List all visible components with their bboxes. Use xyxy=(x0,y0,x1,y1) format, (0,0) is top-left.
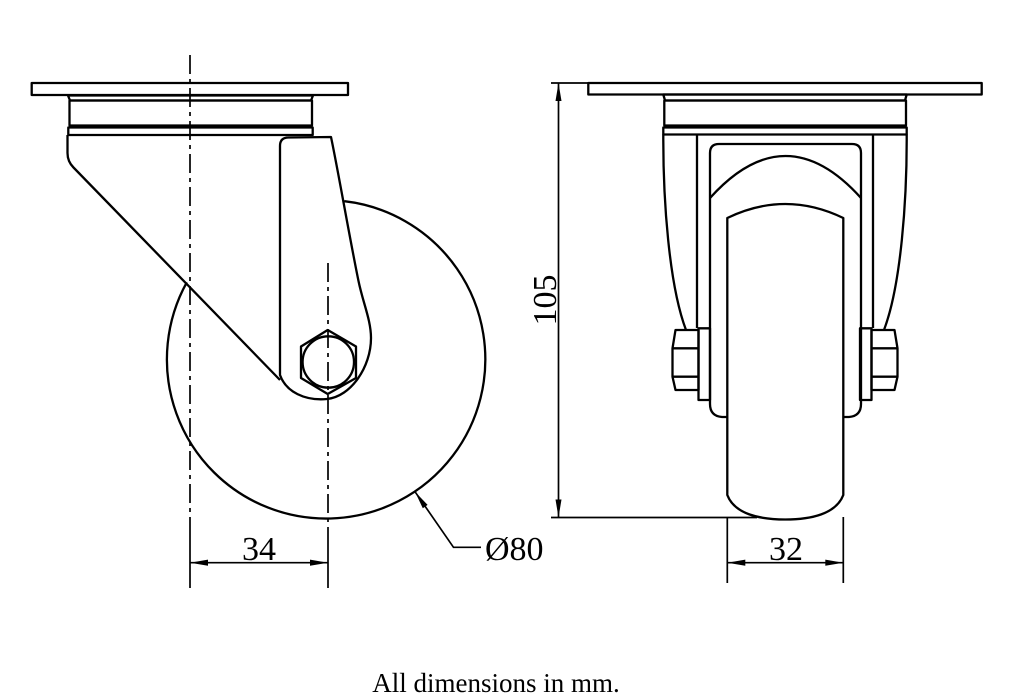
front-tire-sidewall xyxy=(708,142,863,419)
side-view: 34 Ø80 xyxy=(30,55,544,588)
side-fork-back-edge xyxy=(66,135,281,381)
front-wheel-tread xyxy=(726,202,845,521)
front-swivel-body xyxy=(663,99,908,127)
front-nut-left-outline xyxy=(671,328,700,392)
dim-wheel-diameter: Ø80 xyxy=(414,491,544,568)
front-axle-washer-right xyxy=(858,327,873,402)
dim-34-arrow-right xyxy=(310,559,328,566)
front-axle-nut-right xyxy=(870,328,899,392)
front-nut-right-outline xyxy=(870,328,899,392)
dia-80-leader-line xyxy=(414,491,481,549)
front-view: 105 32 xyxy=(527,81,983,583)
front-tire-crown-arc xyxy=(709,155,862,199)
dim-32-arrow-left xyxy=(727,559,746,566)
front-fork-outer-right xyxy=(882,134,908,331)
dim-swivel-offset: 34 xyxy=(190,531,328,568)
dim-34-arrow-left xyxy=(190,559,208,566)
front-axle-nut-left xyxy=(671,328,700,392)
front-nut-left-chamfer-lines xyxy=(672,347,699,378)
front-fork-outer-left xyxy=(662,134,688,331)
dia-80-label: Ø80 xyxy=(485,531,544,568)
dim-105-arrow-top xyxy=(555,83,562,101)
dim-105-label: 105 xyxy=(527,275,564,326)
drawing-note: All dimensions in mm. xyxy=(372,668,620,698)
dim-overall-height: 105 xyxy=(527,82,757,519)
dim-32-arrow-right xyxy=(825,559,844,566)
front-nut-right-chamfer-lines xyxy=(871,347,898,378)
front-axle-washer-left xyxy=(697,327,712,402)
dim-32-label: 32 xyxy=(769,531,803,568)
dim-105-arrow-bottom xyxy=(555,499,562,518)
side-axle-hex-nut xyxy=(299,328,358,396)
side-fork-leg xyxy=(278,135,373,401)
dim-34-label: 34 xyxy=(242,531,276,568)
dim-tread-width: 32 xyxy=(726,517,845,583)
front-swivel-ring xyxy=(662,126,908,136)
front-top-plate xyxy=(587,81,983,96)
side-wheel-circle xyxy=(165,200,487,520)
dia-80-arrow xyxy=(415,491,428,509)
